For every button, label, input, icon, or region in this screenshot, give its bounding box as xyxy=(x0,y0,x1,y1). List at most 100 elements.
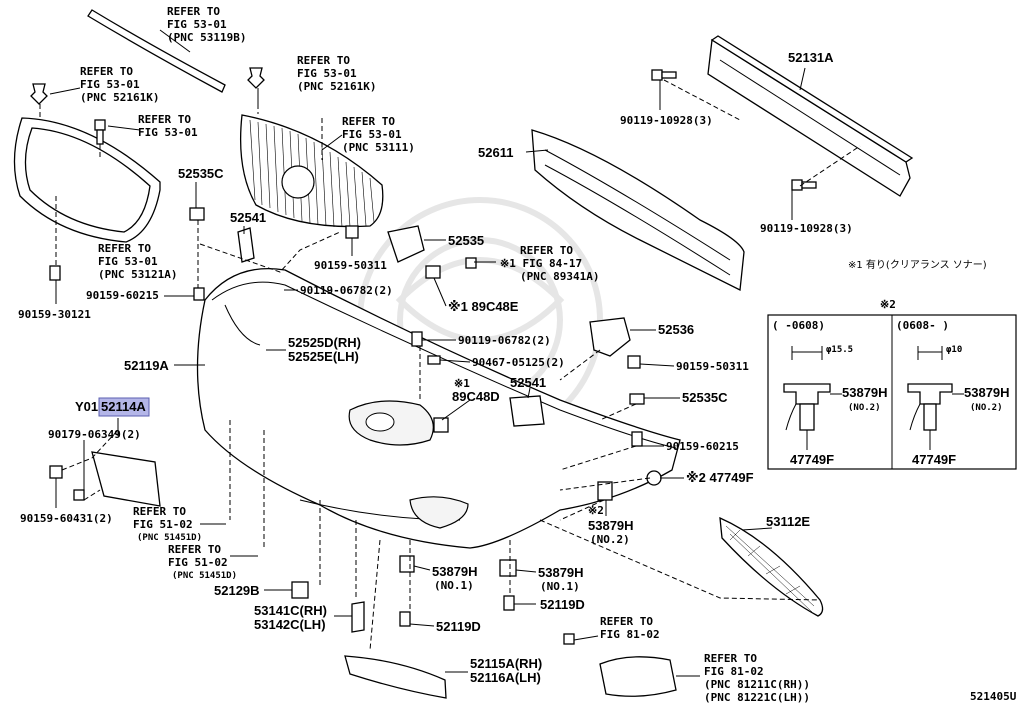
ref-89341A-line1: REFER TO xyxy=(520,244,573,257)
ref-51451D-a-line1: REFER TO xyxy=(133,505,186,518)
bolt-90119-10928-a xyxy=(651,69,677,81)
part-52115A: 52115A(RH) xyxy=(470,656,542,671)
bolt-90159-50311-b xyxy=(627,355,641,369)
part-53112E: 53112E xyxy=(766,514,810,529)
part-89C48D: 89C48D xyxy=(452,389,500,404)
part-53142C: 53142C(LH) xyxy=(254,617,326,632)
part-52129B: 52129B xyxy=(214,583,260,598)
ref-53119B-line1: REFER TO xyxy=(167,5,220,18)
clip-90467 xyxy=(427,355,441,365)
ref-81211C-line2: FIG 81-02 xyxy=(704,665,764,678)
part-52525D: 52525D(RH) xyxy=(288,335,361,350)
ref-81211C-line1: REFER TO xyxy=(704,652,757,665)
bracket-52541-b xyxy=(509,395,545,427)
leader-lines xyxy=(49,29,806,677)
ref-52161K-a-line1: REFER TO xyxy=(80,65,133,78)
ref-52161K-b-line1: REFER TO xyxy=(297,54,350,67)
ref-53-01-line1: REFER TO xyxy=(138,113,191,126)
part-47749F: ※2 47749F xyxy=(686,470,754,485)
ref-53119B-line3: (PNC 53119B) xyxy=(167,31,246,44)
bolt-53-01 xyxy=(94,119,106,145)
bracket-52541-a xyxy=(237,227,255,263)
part-90119-06782-a: 90119-06782(2) xyxy=(300,284,393,297)
bolt-90159-60215-b xyxy=(631,431,643,447)
detail-left-dim: φ15.5 xyxy=(826,345,853,355)
part-90159-50311-b: 90159-50311 xyxy=(676,360,749,373)
grille-frame xyxy=(13,117,161,243)
detail-left-bottom: 47749F xyxy=(790,452,834,467)
ref-51451D-b-line2: FIG 51-02 xyxy=(168,556,228,569)
detail-box-title: ※2 xyxy=(880,298,896,311)
diagram-id: 521405U xyxy=(970,690,1017,703)
sensor-89C48D xyxy=(433,417,449,433)
part-90159-60215-b: 90159-60215 xyxy=(666,440,739,453)
ref-53111-line3: (PNC 53111) xyxy=(342,141,415,154)
part-90159-60215-a: 90159-60215 xyxy=(86,289,159,302)
cover-53141C xyxy=(351,601,365,633)
clip-89341A xyxy=(465,257,477,269)
detail-right-part-sub: (NO.2) xyxy=(970,403,1003,413)
ref-51451D-a-line3: (PNC 51451D) xyxy=(137,533,202,543)
part-53141C: 53141C(RH) xyxy=(254,603,327,618)
fog-lamp xyxy=(599,656,677,697)
bracket-53879H-no2 xyxy=(597,481,613,501)
part-52541-a: 52541 xyxy=(230,210,266,225)
highlight-52114A xyxy=(98,397,150,417)
sonar-note: ※1 有り(クリアランス ソナー) xyxy=(848,258,987,271)
bolt-90159-30121 xyxy=(49,265,61,281)
bolt-52119D-a xyxy=(503,595,515,611)
part-52536: 52536 xyxy=(658,322,694,337)
part-90159-60431: 90159-60431(2) xyxy=(20,512,113,525)
part-53879H-a-sub: (NO.2) xyxy=(590,533,630,546)
part-52131A: 52131A xyxy=(788,50,834,65)
ref-81221C-line4: (PNC 81221C(LH)) xyxy=(704,691,810,704)
ref-53-01-line2: FIG 53-01 xyxy=(138,126,198,139)
detail-right-header: (0608- ) xyxy=(896,319,949,332)
ref-52161K-a-line3: (PNC 52161K) xyxy=(80,91,159,104)
bolt-90159-50311-a xyxy=(345,225,359,239)
molding-strip xyxy=(87,9,226,93)
license-bracket xyxy=(91,451,161,507)
detail-right-dim: φ10 xyxy=(946,345,962,355)
ref-51451D-a-line2: FIG 51-02 xyxy=(133,518,193,531)
part-53879H-mark: ※2 xyxy=(588,504,604,517)
clip-52161K-a xyxy=(30,83,48,105)
detail-box: ※2 ( -0608) (0608- ) φ15.5 53879H (NO.2)… xyxy=(767,298,1017,470)
seal-52129B xyxy=(291,581,309,599)
part-90159-50311-a: 90159-50311 xyxy=(314,259,387,272)
ref-51451D-b-line3: (PNC 51451D) xyxy=(172,571,237,581)
part-52535C-b: 52535C xyxy=(682,390,728,405)
ref-81-02-line2: FIG 81-02 xyxy=(600,628,660,641)
clip-52161K-b xyxy=(247,67,265,89)
part-53879H-c: 53879H xyxy=(538,565,584,580)
part-89C48E: ※1 89C48E xyxy=(448,299,519,314)
ref-53119B-line2: FIG 53-01 xyxy=(167,18,227,31)
part-52116A: 52116A(LH) xyxy=(470,670,541,685)
ref-53111-line2: FIG 53-01 xyxy=(342,128,402,141)
part-52611: 52611 xyxy=(478,145,513,160)
bolt-90159-60431 xyxy=(49,465,63,479)
part-53879H-b: 53879H xyxy=(432,564,478,579)
ref-53121A-line3: (PNC 53121A) xyxy=(98,268,177,281)
bolt-90119-10928-b xyxy=(791,179,817,191)
part-90179: 90179-06349(2) xyxy=(48,428,141,441)
labels: REFER TO FIG 53-01 (PNC 53119B) REFER TO… xyxy=(18,5,1017,704)
part-52119A: 52119A xyxy=(124,358,169,373)
bracket-53879H-no1-b xyxy=(499,559,517,577)
bracket-53879H-no1-a xyxy=(399,555,415,573)
part-52114A[interactable]: 52114A xyxy=(101,399,146,414)
ref-53111-line1: REFER TO xyxy=(342,115,395,128)
part-90119-06782-b: 90119-06782(2) xyxy=(458,334,551,347)
part-90119-10928-a: 90119-10928(3) xyxy=(620,114,713,127)
retainer-52535C-a xyxy=(189,207,205,221)
assembly-dashes xyxy=(39,79,861,651)
ref-52161K-a-line2: FIG 53-01 xyxy=(80,78,140,91)
part-52535: 52535 xyxy=(448,233,484,248)
ref-89341A-line3: (PNC 89341A) xyxy=(520,270,599,283)
part-53879H-b-sub: (NO.1) xyxy=(434,579,474,592)
part-89C48D-mark: ※1 xyxy=(454,377,470,390)
retainer-52535C-b xyxy=(629,393,645,405)
bolt-fig-81-02 xyxy=(563,633,575,645)
part-52119D-b: 52119D xyxy=(436,619,481,634)
